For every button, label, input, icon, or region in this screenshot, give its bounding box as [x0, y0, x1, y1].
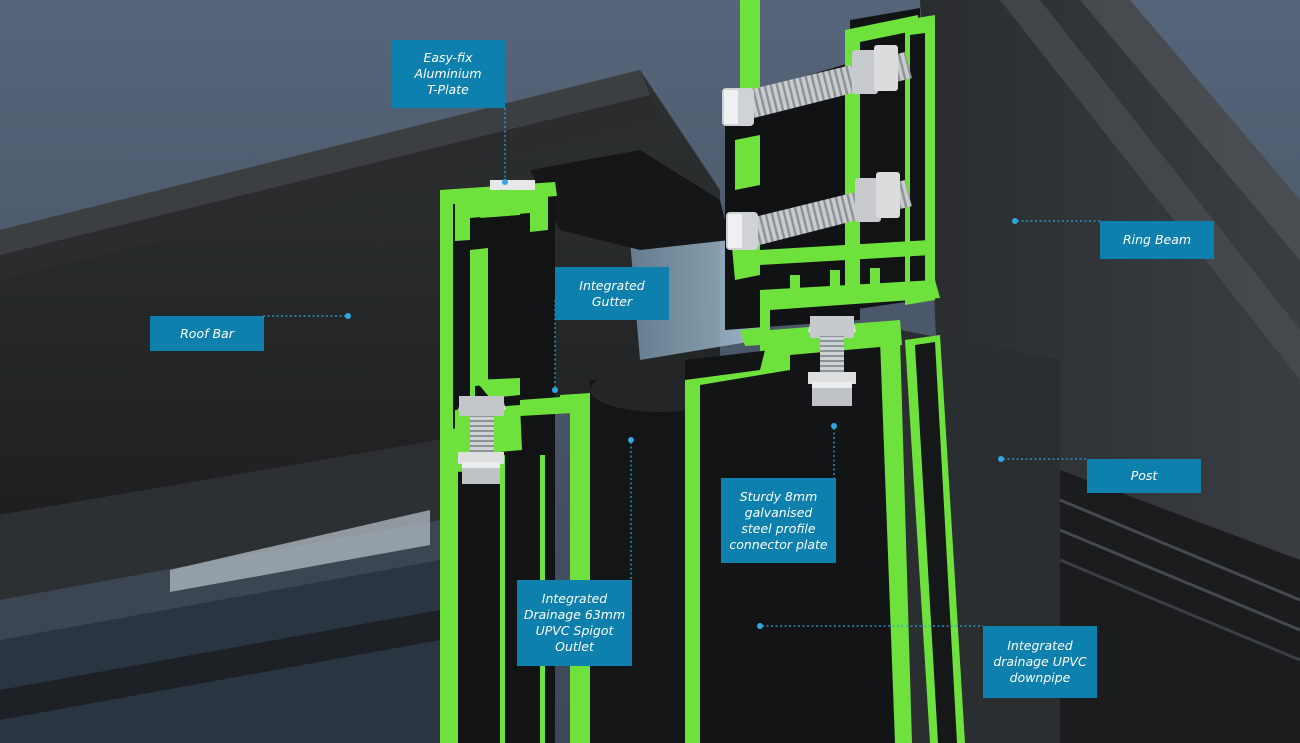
callout-post: Post: [1087, 459, 1201, 493]
callout-tplate: Easy-fix Aluminium T-Plate: [391, 40, 505, 108]
callout-connector-plate: Sturdy 8mm galvanised steel profile conn…: [721, 478, 836, 563]
callout-integrated-gutter: Integrated Gutter: [555, 267, 669, 320]
callout-roof-bar: Roof Bar: [150, 316, 264, 351]
callout-downpipe: Integrated drainage UPVC downpipe: [983, 626, 1097, 698]
callout-ring-beam: Ring Beam: [1100, 221, 1214, 259]
callout-drainage-outlet: Integrated Drainage 63mm UPVC Spigot Out…: [517, 580, 632, 666]
